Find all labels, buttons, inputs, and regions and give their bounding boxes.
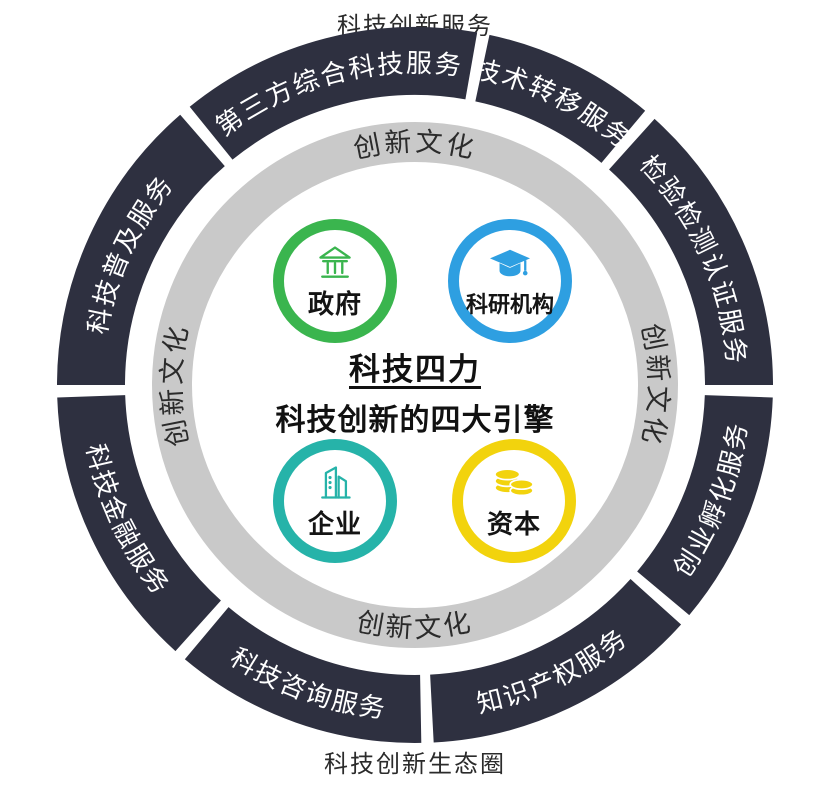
graduation-cap-icon — [487, 244, 533, 286]
ring-segment — [429, 578, 682, 743]
engine-capital: 资本 — [452, 439, 576, 563]
ring-segment — [608, 118, 773, 386]
bank-icon — [313, 241, 357, 283]
center-title: 科技四力 — [349, 352, 481, 387]
building-icon — [313, 461, 357, 503]
engine-label: 企业 — [307, 509, 362, 539]
engine-research: 科研机构 — [448, 219, 572, 343]
ring-segment — [57, 394, 222, 652]
center-text: 科技四力 科技创新的四大引擎 — [215, 344, 615, 439]
bottom-title: 科技创新生态圈 — [324, 751, 506, 778]
engine-label: 科研机构 — [465, 291, 554, 317]
ring-segment — [474, 34, 646, 164]
ring-segment — [189, 26, 478, 160]
center-subtitle: 科技创新的四大引擎 — [275, 404, 555, 437]
coins-icon — [489, 461, 539, 503]
engine-label: 资本 — [486, 509, 541, 539]
outer-service-ring — [57, 26, 773, 743]
ring-segment — [57, 114, 226, 386]
ring-segment — [184, 606, 422, 743]
culture-ring — [152, 122, 678, 648]
engine-label: 政府 — [307, 289, 362, 319]
engine-government: 政府 — [273, 219, 397, 343]
ring-segment — [636, 394, 773, 616]
engine-enterprise: 企业 — [273, 439, 397, 563]
